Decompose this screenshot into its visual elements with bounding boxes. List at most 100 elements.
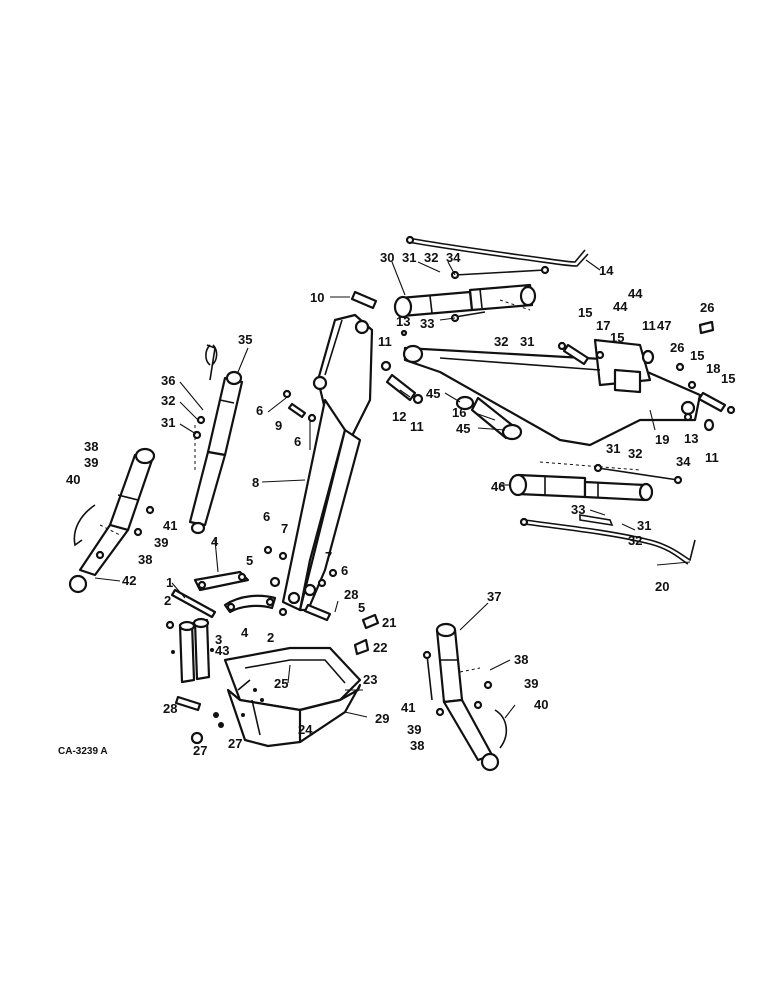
part-label: 38 (84, 439, 98, 454)
link-16 (455, 395, 523, 441)
part-label: 7 (281, 521, 288, 536)
part-label: 19 (655, 432, 669, 447)
part-label: 31 (637, 518, 651, 533)
pin-28-lower (174, 695, 224, 745)
part-label: 22 (373, 640, 387, 655)
part-label: 34 (676, 454, 691, 469)
part-label: 34 (446, 250, 461, 265)
part-label: 6 (256, 403, 263, 418)
part-label: 2 (164, 593, 171, 608)
part-label: 31 (520, 334, 534, 349)
boom-19 (402, 338, 702, 447)
part-label: 36 (161, 373, 175, 388)
part-label: 32 (628, 446, 642, 461)
part-label: 31 (606, 441, 620, 456)
part-label: 4 (241, 625, 249, 640)
part-label: 28 (163, 701, 177, 716)
part-label: 46 (491, 479, 505, 494)
hydraulic-line-14 (405, 235, 601, 271)
part-label: 45 (456, 421, 470, 436)
part-label: 17 (596, 318, 610, 333)
part-label: 32 (628, 533, 642, 548)
part-label: 15 (690, 348, 704, 363)
part-label: 12 (392, 409, 406, 424)
part-label: 27 (228, 736, 242, 751)
part-label: 28 (344, 587, 358, 602)
part-label: 11 (642, 318, 656, 333)
part-label: 15 (721, 371, 735, 386)
part-label: 4 (211, 534, 219, 549)
part-label: 20 (655, 579, 669, 594)
part-label: 10 (310, 290, 324, 305)
part-label: 39 (407, 722, 421, 737)
leader-lines (94, 261, 691, 719)
part-label: 14 (599, 263, 614, 278)
part-label: 9 (275, 418, 282, 433)
part-label: 44 (628, 286, 643, 301)
part-label: 27 (193, 743, 207, 758)
cylinder-42 (68, 447, 156, 594)
part-label: 40 (534, 697, 548, 712)
dipper-stick-8 (281, 313, 374, 612)
part-label: 11 (705, 450, 719, 465)
part-label: 26 (670, 340, 684, 355)
part-number-labels: 14 30 31 32 34 10 13 33 32 31 11 35 36 3… (66, 250, 735, 758)
part-label: 15 (578, 305, 592, 320)
part-label: 3 (215, 632, 222, 647)
part-label: 33 (571, 502, 585, 517)
link-4 (193, 570, 277, 614)
pin-10 (330, 290, 378, 310)
part-label: 31 (402, 250, 416, 265)
part-label: 38 (514, 652, 528, 667)
cylinder-35 (188, 344, 244, 535)
boom-pins-right (557, 320, 736, 432)
part-label: 41 (401, 700, 415, 715)
part-label: 5 (246, 553, 253, 568)
part-label: 23 (363, 672, 377, 687)
part-label: 40 (66, 472, 80, 487)
part-label: 13 (684, 431, 698, 446)
cylinder-46 (508, 461, 683, 502)
part-label: 26 (700, 300, 714, 315)
part-label: 21 (382, 615, 396, 630)
part-label: 43 (215, 643, 229, 658)
part-label: 45 (426, 386, 440, 401)
part-label: 6 (341, 563, 348, 578)
part-label: 18 (706, 361, 720, 376)
part-label: 31 (161, 415, 175, 430)
part-label: 39 (524, 676, 538, 691)
cylinder-37 (422, 622, 508, 772)
pins-small (165, 389, 338, 630)
hydraulic-line-20 (519, 514, 696, 565)
part-label: 32 (494, 334, 508, 349)
part-label: 35 (238, 332, 252, 347)
part-label: 32 (424, 250, 438, 265)
part-label: 25 (274, 676, 288, 691)
part-label: 11 (410, 419, 424, 434)
part-label: 30 (380, 250, 394, 265)
part-label: 29 (375, 711, 389, 726)
part-label: 33 (420, 316, 434, 331)
part-label: 1 (166, 575, 173, 590)
part-label: 16 (452, 405, 466, 420)
part-label: 8 (252, 475, 259, 490)
part-label: 38 (138, 552, 152, 567)
pin-28-upper (303, 603, 380, 656)
part-label: 44 (613, 299, 628, 314)
part-label: 39 (154, 535, 168, 550)
part-label: 13 (396, 314, 410, 329)
part-label: 41 (163, 518, 177, 533)
drawing-code: CA-3239 A (58, 746, 108, 757)
link-assembly-3 (171, 617, 214, 684)
bucket-24 (223, 646, 362, 748)
part-label: 38 (410, 738, 424, 753)
part-label: 39 (84, 455, 98, 470)
boom-cylinder-30 (393, 265, 550, 323)
part-label: 7 (325, 549, 332, 564)
pin-12 (380, 329, 424, 405)
part-label: 6 (294, 434, 301, 449)
part-label: 2 (267, 630, 274, 645)
part-label: 11 (378, 334, 392, 349)
part-label: 24 (298, 722, 313, 737)
